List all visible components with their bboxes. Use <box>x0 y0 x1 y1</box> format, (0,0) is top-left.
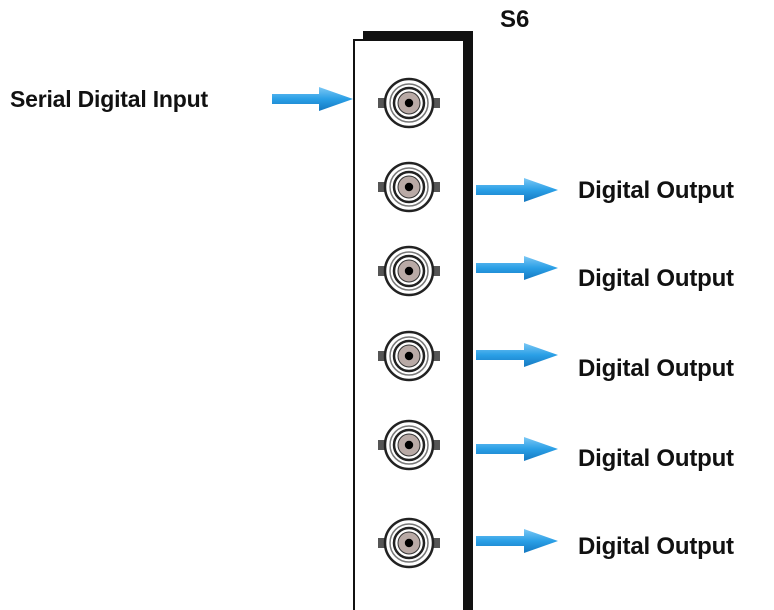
bnc-connector-icon <box>378 419 440 471</box>
digital-output-label-1: Digital Output <box>578 177 734 204</box>
connector-group <box>378 77 440 569</box>
panel-right-edge <box>463 31 473 610</box>
rear-panel <box>353 31 473 610</box>
serial-digital-input-label: Serial Digital Input <box>10 86 208 112</box>
input-arrow-icon <box>272 87 353 111</box>
digital-output-label-5: Digital Output <box>578 533 734 560</box>
output-arrow-icon <box>476 529 558 553</box>
output-arrow-icon <box>476 178 558 202</box>
digital-output-label-3: Digital Output <box>578 355 734 382</box>
panel-face <box>353 39 465 610</box>
output-arrow-icon <box>476 437 558 461</box>
slot-label: S6 <box>500 6 530 33</box>
output-arrow-icon <box>476 256 558 280</box>
digital-output-label-2: Digital Output <box>578 265 734 292</box>
bnc-connector-icon <box>378 245 440 297</box>
bnc-connector-icon <box>378 517 440 569</box>
panel-top-edge <box>363 31 473 41</box>
bnc-connector-icon <box>378 161 440 213</box>
bnc-connector-icon <box>378 77 440 129</box>
digital-output-label-4: Digital Output <box>578 445 734 472</box>
arrow-group <box>272 87 558 553</box>
output-arrow-icon <box>476 343 558 367</box>
bnc-connector-icon <box>378 330 440 382</box>
